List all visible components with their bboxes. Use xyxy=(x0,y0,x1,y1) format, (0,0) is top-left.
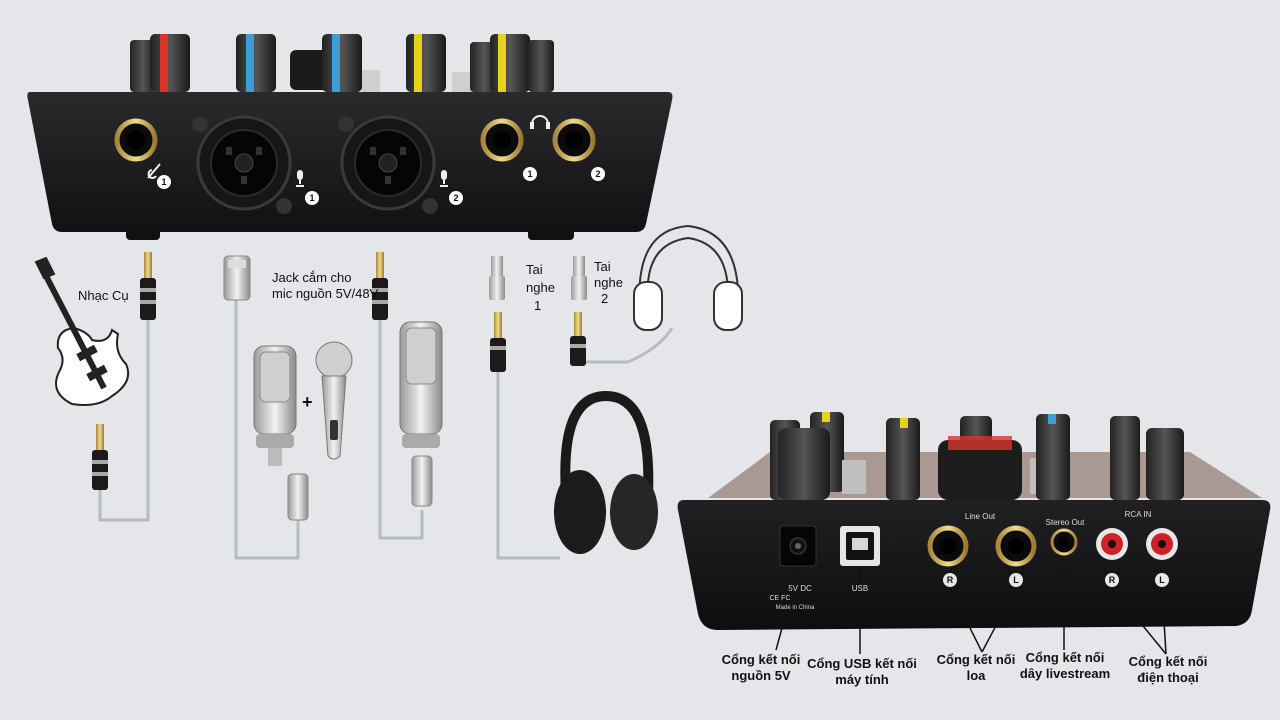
guitar-icon xyxy=(147,163,161,179)
usb-label: USB xyxy=(851,584,869,593)
headphones-black xyxy=(554,390,658,554)
caption-power: Cổng kết nối nguồn 5V xyxy=(706,652,816,684)
plug-headphone-2-bottom xyxy=(570,312,586,366)
caption-line2: điện thoại xyxy=(1137,670,1199,685)
plug-xlr-1 xyxy=(223,255,251,301)
input-number: 2 xyxy=(453,193,459,203)
caption-phone: Cổng kết nối điện thoại xyxy=(1116,654,1220,686)
caption-line2: dây livestream xyxy=(1019,666,1111,681)
headphone1-label: 1 xyxy=(534,298,542,313)
caption-livestream: Cổng kết nối dây livestream xyxy=(1010,650,1120,682)
headphone1-label: Tai xyxy=(526,262,543,277)
channel-left-label: L xyxy=(1159,575,1165,585)
headphone2-label: Tai xyxy=(594,259,611,274)
rear-panel xyxy=(677,412,1271,630)
caption-usb: Cổng USB kết nối máy tính xyxy=(800,656,924,688)
caption-line1: Cổng kết nối xyxy=(1025,650,1105,665)
condenser-jack-label-line1: Jack cắm cho xyxy=(272,270,352,285)
channel-right-label: R xyxy=(946,575,954,585)
channel-right-label: R xyxy=(1108,575,1116,585)
plug-instrument-top xyxy=(140,252,156,320)
instrument-label: Nhạc Cụ xyxy=(78,288,129,303)
input-number: 1 xyxy=(309,193,315,203)
plus-sign: + xyxy=(302,392,313,412)
headphone-number: 2 xyxy=(595,169,601,179)
headphone2-label: nghe xyxy=(594,275,623,290)
cables xyxy=(98,300,674,560)
front-knobs xyxy=(130,34,554,92)
caption-line1: Cổng kết nối xyxy=(1128,654,1208,669)
line-out-label: Line Out xyxy=(964,512,996,521)
plug-mic-2-top xyxy=(372,252,388,320)
plug-headphone-2-top xyxy=(571,256,587,300)
made-in-label: Made in China xyxy=(775,605,815,611)
channel-left-label: L xyxy=(1013,575,1019,585)
caption-line2: máy tính xyxy=(835,672,889,687)
caption-line1: Cổng kết nối xyxy=(936,652,1016,667)
headphone1-label: nghe xyxy=(526,280,555,295)
stereo-out-label: Stereo Out xyxy=(1045,518,1085,527)
caption-line1: Cổng kết nối xyxy=(721,652,801,667)
pointer-lines xyxy=(775,556,1167,655)
rca-in-label: RCA IN xyxy=(1124,510,1152,519)
caption-line2: nguồn 5V xyxy=(731,668,791,683)
plug-headphone-1-top xyxy=(489,256,505,300)
condenser-jack-label-line2: mic nguồn 5V/48V xyxy=(272,286,379,301)
headphone-number: 1 xyxy=(527,169,533,179)
plug-headphone-1-bottom xyxy=(490,312,506,372)
dynamic-mic xyxy=(315,341,353,460)
headphone-icon xyxy=(531,115,549,125)
headphones-outline xyxy=(633,224,743,331)
plug-instrument-bottom xyxy=(92,424,108,490)
cert-label: CE FC xyxy=(769,595,791,602)
headphone2-label: 2 xyxy=(601,291,609,306)
condenser-mic-2 xyxy=(399,321,443,507)
caption-speaker: Cổng kết nối loa xyxy=(922,652,1030,684)
caption-line1: Cổng USB kết nối xyxy=(807,656,917,671)
guitar-drawing xyxy=(34,256,130,406)
input-number: 1 xyxy=(161,177,167,187)
caption-line2: loa xyxy=(966,668,986,683)
front-panel xyxy=(27,34,673,240)
dc-label: 5V DC xyxy=(788,584,812,593)
condenser-mic-1 xyxy=(253,345,309,521)
